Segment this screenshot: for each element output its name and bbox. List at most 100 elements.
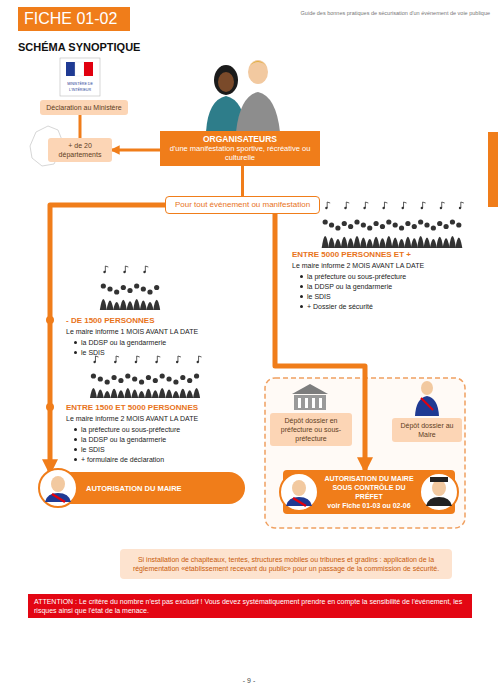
- music-note: [135, 361, 137, 363]
- node-text: Si installation de chapiteaux, tentes, s…: [130, 555, 442, 573]
- crowd-head: [329, 222, 334, 227]
- music-note: [402, 207, 404, 209]
- crowd-body: [436, 237, 443, 248]
- crowd-head: [443, 224, 448, 229]
- crowd-body: [360, 238, 367, 249]
- bullet-item: le SDIS: [298, 292, 488, 301]
- node-text: Déclaration au Ministère: [44, 103, 124, 112]
- avatar-sash: [293, 498, 306, 506]
- crowd-body: [90, 388, 97, 398]
- crowd-body: [133, 299, 140, 310]
- mayor-icon: [415, 381, 439, 416]
- music-note: [145, 266, 148, 272]
- music-note: [421, 207, 423, 209]
- crowd-body: [424, 238, 431, 249]
- music-note: [103, 271, 105, 273]
- crowd-body: [379, 238, 386, 248]
- crowd-head: [98, 376, 103, 381]
- avatar-body: [45, 493, 71, 502]
- flow-connector: [241, 166, 244, 196]
- music-note: [178, 356, 181, 362]
- music-note: [157, 356, 160, 362]
- music-note: [346, 202, 349, 208]
- crowd-head: [405, 221, 410, 226]
- crowd-head: [134, 283, 139, 288]
- crowd-head: [139, 379, 144, 384]
- avatar-body: [286, 497, 312, 506]
- crowd-head: [399, 225, 404, 230]
- music-note: [137, 356, 140, 362]
- crowd-body: [124, 388, 131, 398]
- music-note: [114, 361, 116, 363]
- music-note: [123, 271, 125, 273]
- crowd-head: [335, 225, 340, 230]
- music-note: [116, 356, 119, 362]
- crowd-body: [107, 301, 114, 311]
- crowd-head: [160, 373, 165, 378]
- side-tab: [488, 132, 498, 207]
- crowd-body: [186, 390, 193, 398]
- crowd-head: [146, 375, 151, 380]
- node-text: Dépôt dossier en préfecture ou sous-préf…: [274, 416, 348, 443]
- crowd-head: [431, 225, 436, 230]
- node-subtext: voir Fiche 01-03 ou 02-06: [323, 501, 415, 510]
- crowd-body: [120, 300, 127, 310]
- crowd-head: [125, 373, 130, 378]
- node-text: Pour tout événement ou manifestation: [170, 200, 315, 210]
- music-note: [442, 202, 445, 208]
- event-box: Pour tout événement ou manifestation: [165, 196, 320, 214]
- music-note: [199, 356, 202, 362]
- note-box: Si installation de chapiteaux, tentes, s…: [120, 549, 452, 579]
- crowd-body: [392, 238, 399, 249]
- crowd-body: [159, 388, 166, 398]
- crowd-head: [342, 221, 347, 226]
- avatar-sash: [52, 494, 65, 502]
- avatar-face: [292, 480, 306, 496]
- music-note: [125, 266, 128, 272]
- avatar-ring: [420, 473, 458, 511]
- bullet-item: la préfecture ou sous-préfecture: [298, 272, 488, 281]
- crowd-head: [386, 219, 391, 224]
- crowd-head: [323, 219, 328, 224]
- music-note: [459, 207, 461, 209]
- crowd-head: [380, 224, 385, 229]
- bullet-item: le SDIS: [72, 348, 252, 357]
- organisers-box: ORGANISATEURSd'une manifestation sportiv…: [160, 131, 320, 166]
- music-note: [105, 266, 108, 272]
- crowd-head: [91, 373, 96, 378]
- crowd-head: [132, 376, 137, 381]
- warning-box: ATTENTION : Le critère du nombre n'est p…: [28, 594, 472, 618]
- flow-connector: [112, 149, 160, 152]
- prefecture-building: [292, 384, 328, 410]
- node-text: + de 20 départements: [52, 141, 108, 159]
- crowd-head: [373, 221, 378, 226]
- note-text: MINISTÈRE DE L'INTÉRIEUR: [61, 82, 99, 93]
- crowd-body: [347, 238, 354, 248]
- crowd-body: [140, 301, 147, 311]
- crowd-head: [194, 373, 199, 378]
- crowd-head: [361, 222, 366, 227]
- node-subtext: d'une manifestation sportive, récréative…: [166, 144, 314, 162]
- crowd-head: [153, 378, 158, 383]
- crowd-head: [147, 289, 152, 294]
- crowd-head: [127, 288, 132, 293]
- crowd-body: [131, 390, 138, 399]
- crowd-head: [105, 379, 110, 384]
- crowd-body: [322, 236, 329, 248]
- bullet-item: + formulaire de déclaration: [72, 455, 252, 464]
- crowd-body: [117, 390, 124, 398]
- bullet-item: la DDSP ou la gendarmerie: [72, 338, 252, 347]
- crowd-head: [101, 283, 106, 288]
- crowd-head: [154, 285, 159, 290]
- music-note: [143, 271, 145, 273]
- music-note: [197, 361, 199, 363]
- crowd-head: [412, 224, 417, 229]
- note-text: Le maire informe 2 MOIS AVANT LA DATE: [292, 261, 487, 270]
- mayor-avatar: [38, 468, 78, 508]
- note-text: Guide des bonnes pratiques de sécurisati…: [250, 10, 490, 18]
- crowd-head: [118, 378, 123, 383]
- music-note: [176, 361, 178, 363]
- crowd-body: [366, 239, 373, 248]
- mayor-file-box: Dépôt dossier au Maire: [392, 418, 462, 442]
